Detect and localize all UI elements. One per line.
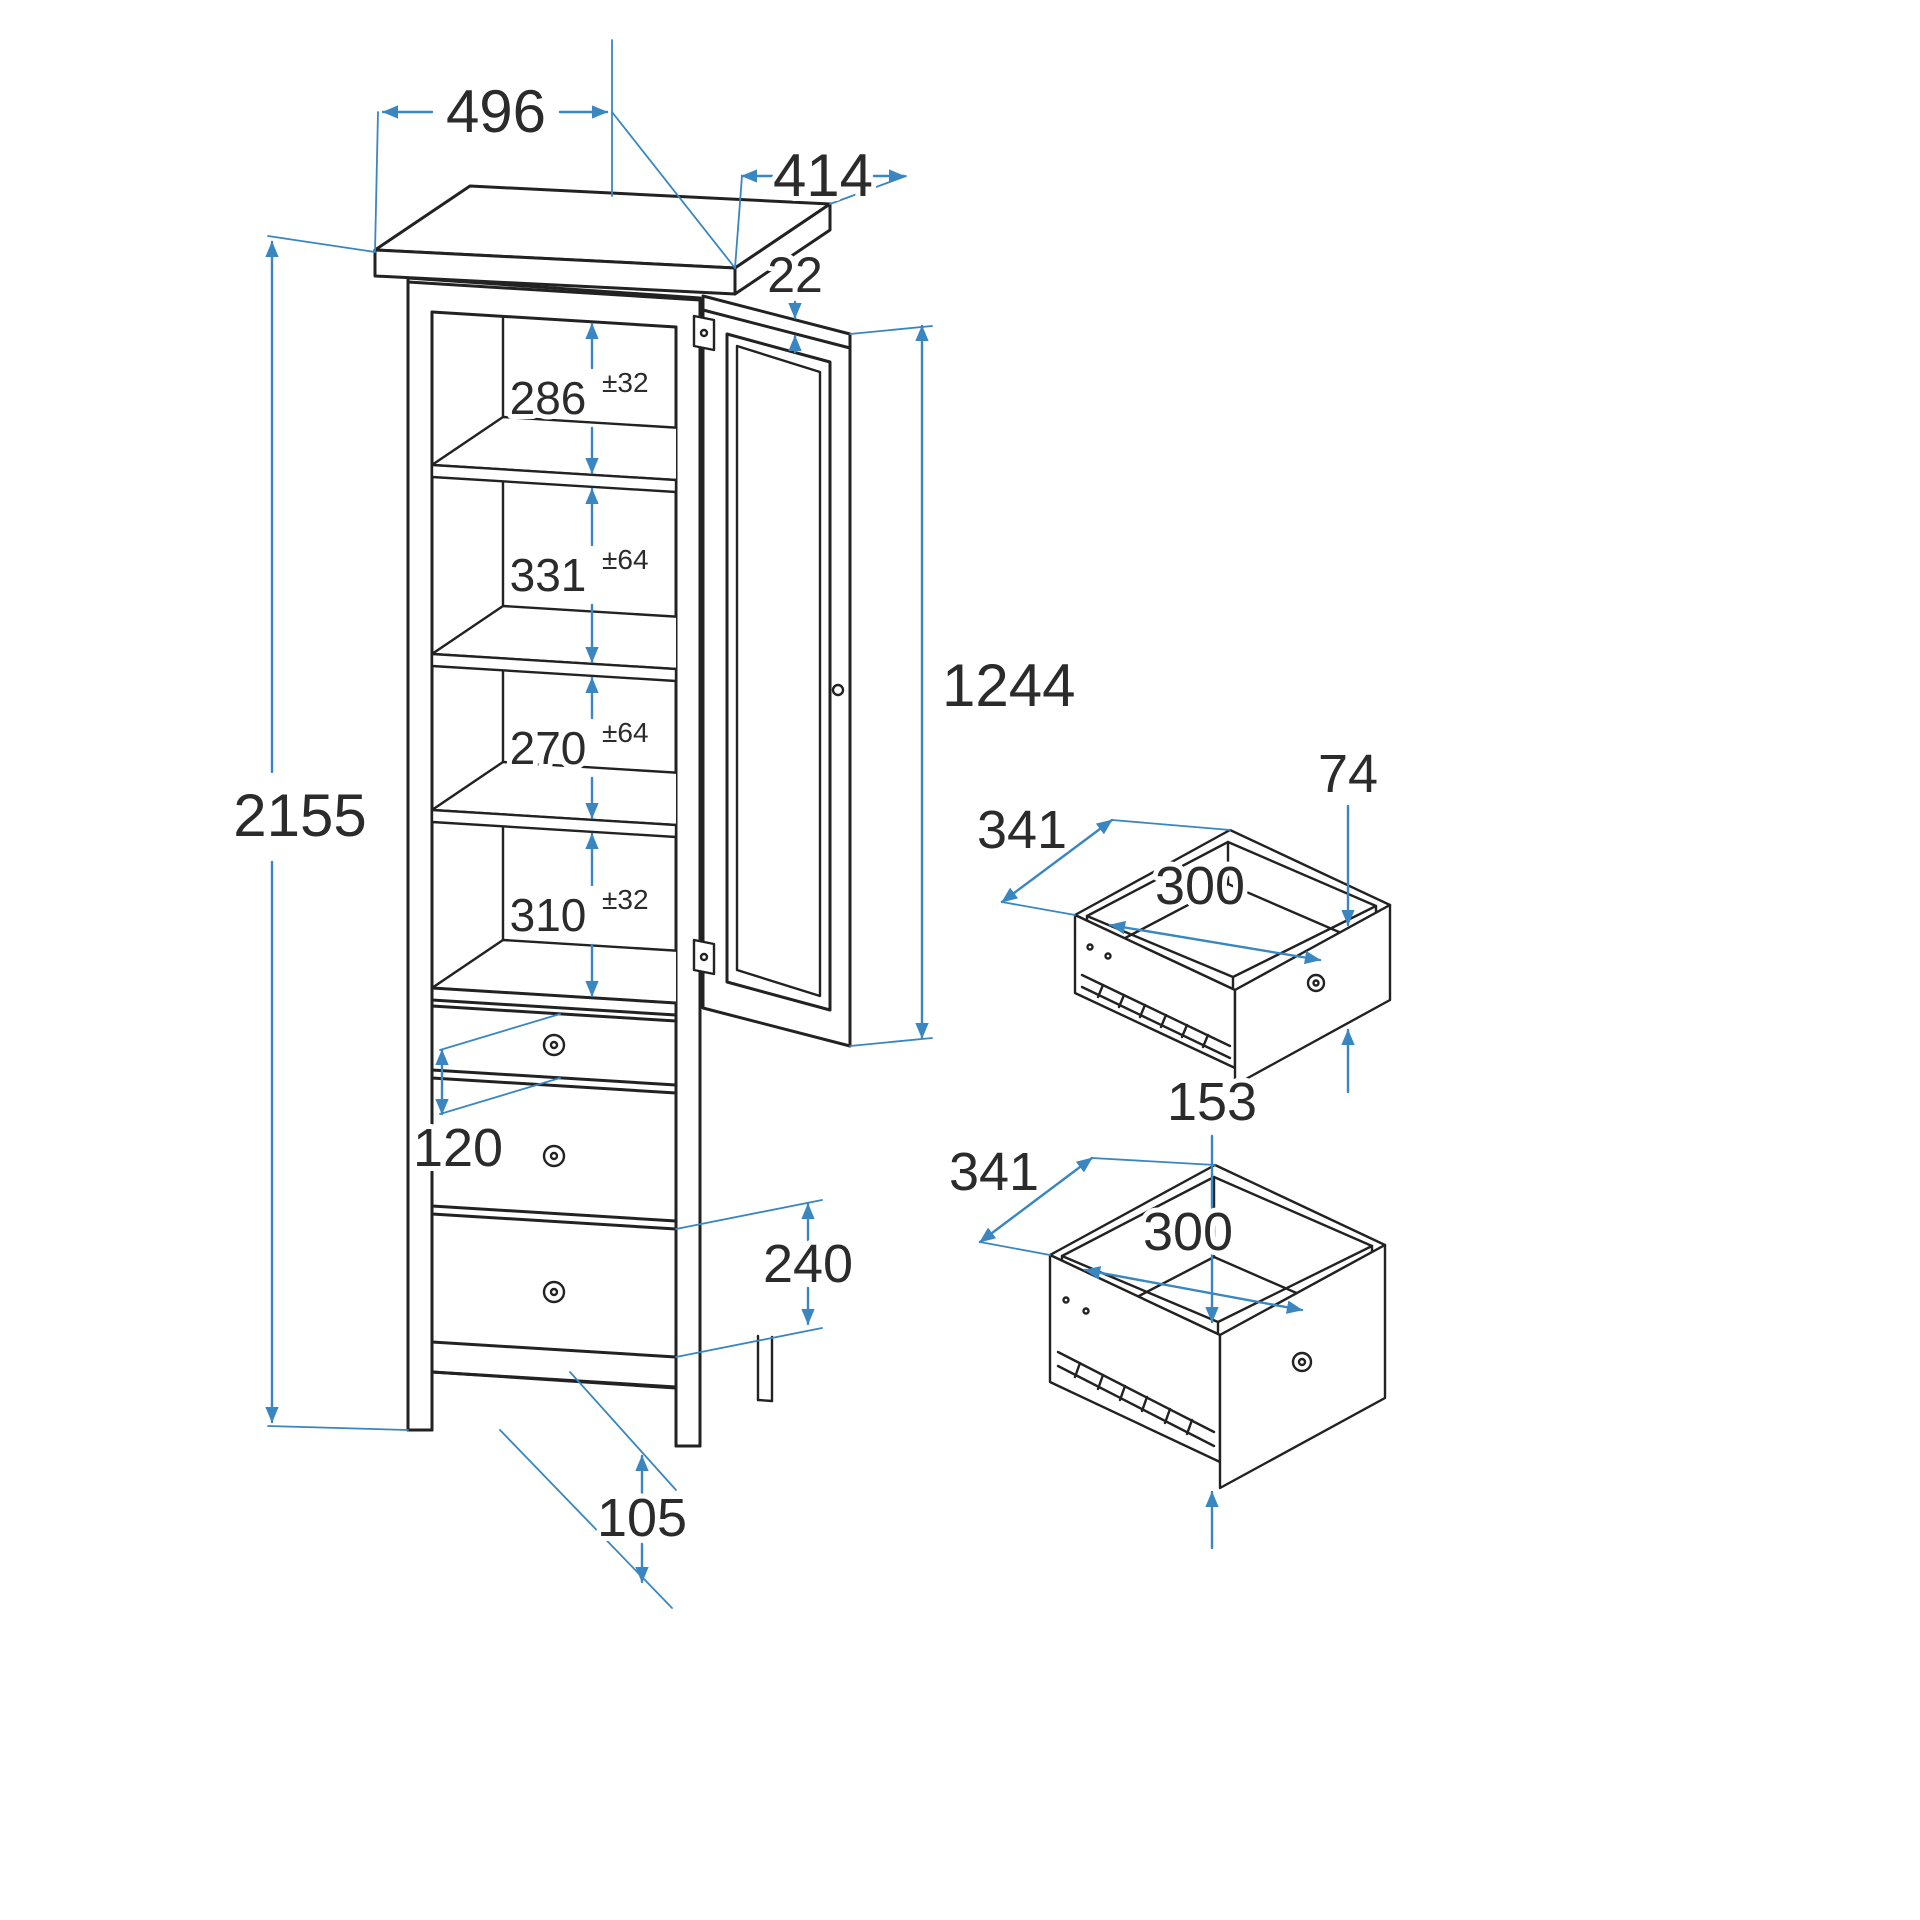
dim-shelf-gap-3: 270 <box>510 722 587 774</box>
large-drawer-front <box>1218 1243 1387 1490</box>
door-hinge-bottom <box>692 938 716 976</box>
shelf-2 <box>432 604 676 683</box>
drawer-stack <box>430 1004 678 1359</box>
small-drawer-slide-rail <box>1080 943 1232 1060</box>
large-drawer-slide-rail <box>1056 1296 1216 1448</box>
small-drawer-knob <box>1306 973 1326 993</box>
dim-top-depth: 414 <box>773 142 873 209</box>
dim-top-width: 496 <box>446 78 546 145</box>
dim-total-height: 2155 <box>233 782 366 849</box>
dim-large-drawer-front-height: 153 <box>1167 1072 1257 1132</box>
small-drawer-front <box>1233 903 1392 1087</box>
dimension-labels: 496 414 2155 1244 22 286 ±32 331 ±64 270… <box>228 73 1383 1553</box>
dim-door-thickness: 22 <box>767 247 823 303</box>
dim-large-drawer-depth: 341 <box>949 1142 1039 1202</box>
large-drawer-knob <box>1291 1351 1313 1373</box>
drawer-front-3 <box>430 1212 678 1359</box>
drawer-front-2 <box>430 1076 678 1223</box>
dim-small-drawer-depth: 341 <box>977 800 1067 860</box>
dim-shelf-gap-4-tolerance: ±32 <box>602 884 649 915</box>
drawer-knob-1 <box>542 1033 566 1057</box>
drawer-knob-3 <box>542 1280 566 1304</box>
dim-shelf-gap-3-tolerance: ±64 <box>602 717 649 748</box>
shelf-1 <box>432 415 676 494</box>
drawer-knob-2 <box>542 1144 566 1168</box>
cabinet-back-leg <box>756 1334 774 1403</box>
dim-shelf-gap-1: 286 <box>510 372 587 424</box>
dim-shelf-gap-1-tolerance: ±32 <box>602 367 649 398</box>
dim-small-drawer-width: 300 <box>1155 856 1245 916</box>
dimension-lines <box>265 39 1355 1609</box>
cabinet-interior <box>432 312 676 1003</box>
dim-shelf-gap-4: 310 <box>510 889 587 941</box>
dim-shelf-gap-2-tolerance: ±64 <box>602 544 649 575</box>
tall-cabinet <box>373 184 832 1448</box>
shelf-3 <box>432 760 676 839</box>
cabinet-legs <box>406 1370 702 1448</box>
dim-leg-height: 105 <box>597 1488 687 1548</box>
open-door <box>692 294 852 1048</box>
drawer-front-1 <box>430 1004 678 1087</box>
dim-large-drawer-width: 300 <box>1143 1202 1233 1262</box>
dim-top-drawer-front: 120 <box>413 1118 503 1178</box>
dim-shelf-gap-2: 331 <box>510 549 587 601</box>
dim-small-drawer-front-height: 74 <box>1318 744 1378 804</box>
door-knob <box>831 683 845 697</box>
cabinet-top-panel <box>373 184 832 296</box>
dim-door-height: 1244 <box>942 652 1075 719</box>
door-hinge-top <box>692 314 716 352</box>
dim-drawer-front-height: 240 <box>763 1234 853 1294</box>
